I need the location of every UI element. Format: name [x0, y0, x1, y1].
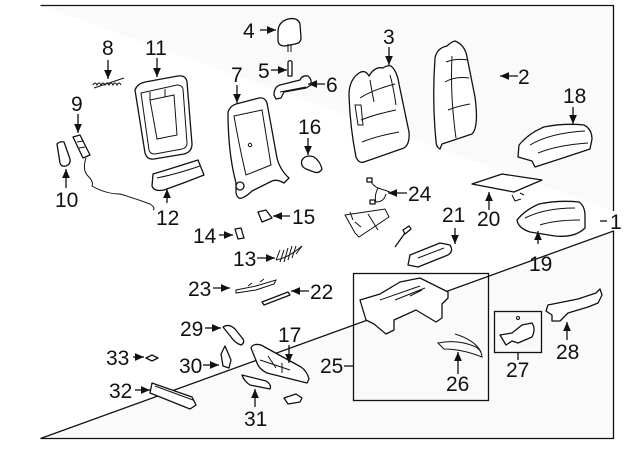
- part-32-trim-strip[interactable]: [149, 382, 197, 410]
- callout-5[interactable]: 5: [258, 60, 270, 83]
- callout-18[interactable]: 18: [563, 85, 586, 108]
- part-small-clip[interactable]: [283, 393, 303, 405]
- part-13-spring[interactable]: [275, 245, 303, 263]
- part-8-spring[interactable]: [92, 77, 125, 89]
- callout-4[interactable]: 4: [243, 20, 255, 43]
- callout-8[interactable]: 8: [102, 37, 114, 60]
- part-14-cap[interactable]: [234, 227, 245, 240]
- part-7-seat-back-frame[interactable]: [227, 97, 290, 199]
- callout-13[interactable]: 13: [233, 248, 256, 271]
- callout-labels: 1 2 3 4 5 6 7 8 9 10 11 12 13 14 15 16 1…: [55, 20, 622, 431]
- callout-29[interactable]: 29: [180, 318, 203, 341]
- part-26-handle[interactable]: [436, 333, 483, 358]
- callout-6[interactable]: 6: [326, 74, 338, 97]
- callout-2[interactable]: 2: [518, 66, 530, 89]
- callout-32[interactable]: 32: [109, 380, 132, 403]
- part-30-trim[interactable]: [220, 345, 232, 369]
- part-9-switch[interactable]: [72, 134, 155, 211]
- callout-11[interactable]: 11: [145, 37, 167, 60]
- part-33-clip[interactable]: [145, 354, 159, 362]
- leader-lines: [62, 26, 607, 407]
- callout-30[interactable]: 30: [179, 355, 202, 378]
- callout-19[interactable]: 19: [529, 253, 552, 276]
- part-12-lower-panel[interactable]: [151, 159, 205, 192]
- part-harness-frame[interactable]: [344, 208, 390, 238]
- part-28-rail[interactable]: [545, 288, 603, 322]
- part-25-seat-adjuster-box[interactable]: [352, 272, 490, 402]
- part-17-side-shield[interactable]: [250, 343, 310, 384]
- callout-27[interactable]: 27: [506, 359, 529, 382]
- part-16-bracket[interactable]: [300, 155, 323, 174]
- callout-1[interactable]: 1: [610, 211, 622, 234]
- callout-24[interactable]: 24: [408, 183, 432, 206]
- part-18-cushion-cover[interactable]: [517, 123, 593, 168]
- callout-28[interactable]: 28: [556, 341, 579, 364]
- callout-10[interactable]: 10: [55, 189, 78, 212]
- callout-15[interactable]: 15: [292, 206, 315, 229]
- callout-9[interactable]: 9: [71, 93, 83, 116]
- part-21-track-cover[interactable]: [407, 242, 453, 268]
- callout-17[interactable]: 17: [278, 324, 301, 347]
- part-29-trim[interactable]: [222, 324, 245, 346]
- callout-26[interactable]: 26: [446, 373, 469, 396]
- callout-20[interactable]: 20: [477, 208, 500, 231]
- part-actuator[interactable]: [394, 225, 412, 248]
- part-10-cover[interactable]: [56, 141, 71, 167]
- part-22-gas-strut[interactable]: [261, 291, 291, 306]
- callout-12[interactable]: 12: [156, 207, 179, 230]
- callout-22[interactable]: 22: [310, 281, 333, 304]
- part-5-guide-pin[interactable]: [287, 59, 293, 77]
- callout-25[interactable]: 25: [320, 355, 343, 378]
- part-2-seat-back-trim[interactable]: [433, 40, 478, 150]
- callout-7[interactable]: 7: [231, 64, 243, 87]
- part-3-seat-back-cover[interactable]: [348, 65, 410, 164]
- part-11-back-panel[interactable]: [134, 75, 193, 160]
- callout-33[interactable]: 33: [106, 347, 129, 370]
- part-15-clip[interactable]: [257, 209, 273, 223]
- callout-21[interactable]: 21: [442, 204, 465, 227]
- part-23-bracket[interactable]: [235, 278, 277, 294]
- part-31-cover[interactable]: [241, 374, 272, 390]
- callout-3[interactable]: 3: [383, 26, 395, 49]
- part-19-cushion[interactable]: [516, 200, 586, 237]
- callout-14[interactable]: 14: [193, 225, 217, 248]
- part-4-headrest[interactable]: [277, 17, 302, 52]
- callout-23[interactable]: 23: [188, 278, 211, 301]
- callout-31[interactable]: 31: [244, 408, 267, 431]
- part-20-pan[interactable]: [471, 173, 543, 202]
- part-24-wire-harness[interactable]: [366, 177, 391, 205]
- callout-16[interactable]: 16: [298, 116, 321, 139]
